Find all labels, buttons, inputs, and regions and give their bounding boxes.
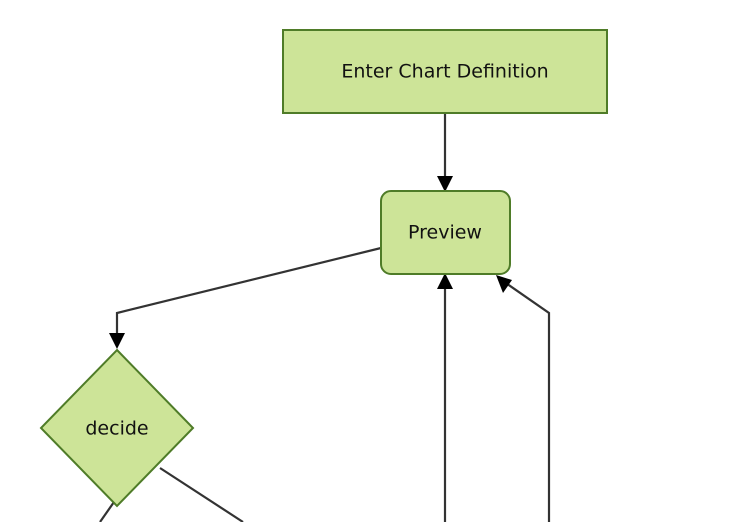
node-enter-chart-definition-label: Enter Chart Definition <box>341 61 548 83</box>
node-preview-label: Preview <box>408 222 482 244</box>
arrowhead-preview-to-decide <box>109 333 125 349</box>
node-layer: Enter Chart Definition Preview decide <box>39 29 608 508</box>
node-preview[interactable]: Preview <box>380 190 511 275</box>
edge-decide-bottom-out <box>99 501 115 522</box>
node-decide[interactable]: decide <box>39 348 195 508</box>
arrowhead-enter-to-preview <box>437 176 453 192</box>
edge-layer <box>99 113 551 522</box>
node-enter-chart-definition-shape[interactable] <box>282 29 608 114</box>
arrowhead-bottom-center-to-preview <box>437 273 453 289</box>
node-preview-shape[interactable] <box>380 190 511 275</box>
node-enter-chart-definition[interactable]: Enter Chart Definition <box>282 29 608 114</box>
node-decide-shape[interactable] <box>39 348 195 508</box>
edge-decide-right-out <box>159 467 244 522</box>
arrowhead-bottom-right-to-preview <box>496 275 512 293</box>
edge-bottom-right-to-preview <box>502 280 551 522</box>
edge-preview-to-decide <box>115 246 382 340</box>
node-decide-label: decide <box>85 418 148 440</box>
